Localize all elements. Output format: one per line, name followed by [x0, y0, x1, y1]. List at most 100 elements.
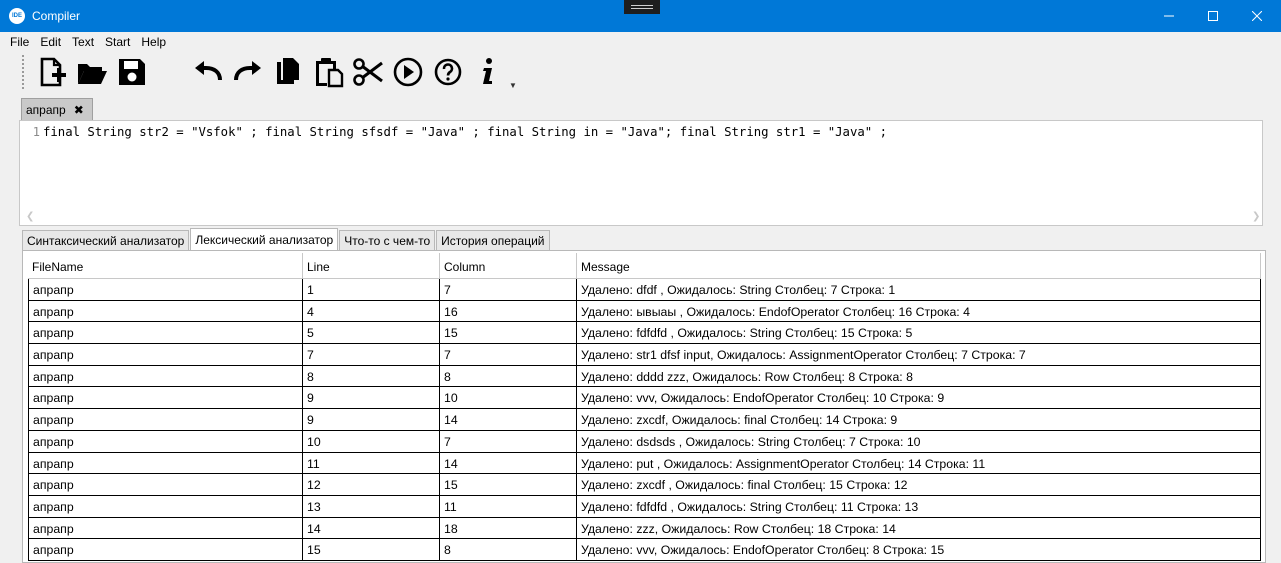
window-title: Compiler	[32, 9, 81, 23]
tab-operation-history[interactable]: История операций	[436, 230, 550, 250]
save-icon	[119, 59, 145, 85]
document-tab[interactable]: апрапр ✖	[21, 98, 93, 120]
undo-button[interactable]	[188, 52, 228, 92]
column-header-column[interactable]: Column	[440, 253, 577, 278]
cell-column: 15	[440, 322, 577, 344]
cell-column: 14	[440, 409, 577, 430]
cell-column: 8	[440, 365, 577, 387]
cell-filename: апрапр	[28, 322, 303, 344]
run-button[interactable]	[388, 52, 428, 92]
redo-button[interactable]	[228, 52, 268, 92]
tab-syntax-analyzer[interactable]: Синтаксический анализатор	[22, 230, 190, 250]
analyzer-tabs: Синтаксический анализатор Лексический ан…	[22, 228, 551, 250]
maximize-button[interactable]	[1190, 0, 1236, 32]
cell-column: 10	[440, 387, 577, 409]
cell-message: Удалено: vvv, Ожидалось: EndofOperator С…	[577, 387, 1261, 409]
scroll-left-icon[interactable]: ❮	[26, 211, 35, 222]
paste-button[interactable]	[308, 52, 348, 92]
cell-column: 15	[440, 474, 577, 495]
close-button[interactable]	[1234, 0, 1280, 32]
minimize-icon	[1164, 15, 1174, 17]
line-number: 1	[32, 125, 40, 139]
cell-column: 14	[440, 452, 577, 474]
cell-message: Удалено: zzz, Ожидалось: Row Столбец: 18…	[577, 517, 1261, 539]
menu-text[interactable]: Text	[72, 35, 95, 49]
cell-column: 7	[440, 279, 577, 300]
copy-button[interactable]	[268, 52, 308, 92]
code-editor[interactable]: 1 final String str2 = "Vsfok" ; final St…	[19, 120, 1263, 226]
toolbar-grip[interactable]	[22, 55, 26, 89]
cell-message: Удалено: dddd zzz, Ожидалось: Row Столбе…	[577, 365, 1261, 387]
info-button[interactable]	[468, 52, 508, 92]
menu-help[interactable]: Help	[141, 35, 167, 49]
maximize-icon	[1208, 11, 1218, 21]
open-button[interactable]	[72, 52, 112, 92]
cell-message: Удалено: zxcdf , Ожидалось: final Столбе…	[577, 474, 1261, 495]
document-tab-label: апрапр	[26, 102, 66, 117]
cell-column: 11	[440, 495, 577, 517]
column-header-filename[interactable]: FileName	[28, 253, 303, 278]
code-line[interactable]: final String str2 = "Vsfok" ; final Stri…	[43, 125, 887, 139]
editor-horizontal-scrollbar[interactable]: ❮ ❯	[20, 209, 1262, 225]
menu-start[interactable]: Start	[105, 35, 131, 49]
cell-message: Удалено: vvv, Ожидалось: EndofOperator С…	[577, 539, 1261, 560]
cell-column: 8	[440, 539, 577, 560]
open-folder-icon	[78, 64, 107, 84]
toolbar-overflow-button[interactable]: ▼	[509, 81, 517, 90]
cell-message: Удалено: dfdf , Ожидалось: String Столбе…	[577, 279, 1261, 300]
cell-line: 9	[303, 409, 440, 430]
cell-line: 14	[303, 517, 440, 539]
drag-grip-icon[interactable]	[624, 0, 660, 14]
cell-filename: апрапр	[28, 409, 303, 430]
cell-message: Удалено: fdfdfd , Ожидалось: String Стол…	[577, 322, 1261, 344]
cell-message: Удалено: zxcdf, Ожидалось: final Столбец…	[577, 409, 1261, 430]
cell-filename: апрапр	[28, 365, 303, 387]
menu-edit[interactable]: Edit	[40, 35, 62, 49]
column-header-line[interactable]: Line	[303, 253, 440, 278]
app-icon: IDE	[9, 8, 25, 24]
cell-message: Удалено: fdfdfd , Ожидалось: String Стол…	[577, 495, 1261, 517]
cell-line: 4	[303, 300, 440, 322]
redo-icon	[234, 61, 261, 81]
help-icon	[434, 58, 462, 86]
cell-line: 11	[303, 452, 440, 474]
new-file-button[interactable]	[32, 52, 72, 92]
info-icon	[483, 58, 492, 84]
close-icon	[1252, 11, 1262, 21]
cell-filename: апрапр	[28, 430, 303, 452]
help-button[interactable]	[428, 52, 468, 92]
cell-line: 10	[303, 430, 440, 452]
tab-something[interactable]: Что-то с чем-то	[339, 230, 436, 250]
tab-lexical-analyzer[interactable]: Лексический анализатор	[190, 228, 339, 250]
cell-filename: апрапр	[28, 452, 303, 474]
cut-button[interactable]	[348, 52, 388, 92]
close-tab-icon[interactable]: ✖	[73, 102, 84, 117]
copy-icon	[277, 58, 299, 84]
column-header-message[interactable]: Message	[577, 253, 1261, 278]
cut-icon	[353, 58, 383, 86]
cell-filename: апрапр	[28, 495, 303, 517]
menu-file[interactable]: File	[10, 35, 30, 49]
cell-message: Удалено: ывыаы , Ожидалось: EndofOperato…	[577, 300, 1261, 322]
scroll-right-icon[interactable]: ❯	[1252, 211, 1261, 222]
minimize-button[interactable]	[1146, 0, 1192, 32]
cell-filename: апрапр	[28, 300, 303, 322]
save-button[interactable]	[112, 52, 152, 92]
cell-line: 12	[303, 474, 440, 495]
title-bar[interactable]: IDE Compiler	[0, 0, 1281, 32]
